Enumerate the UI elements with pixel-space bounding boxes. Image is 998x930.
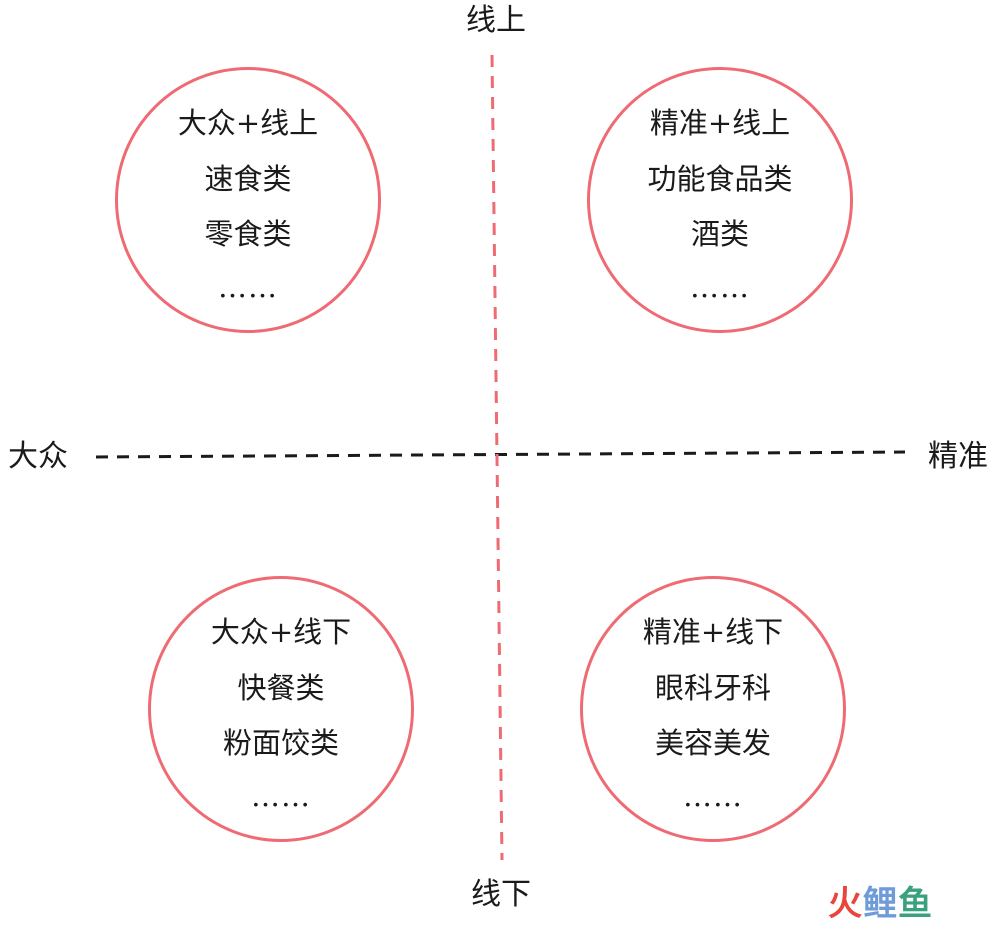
quadrant-item: 零食类 <box>204 217 292 251</box>
axis-label-mass: 大众 <box>8 439 68 474</box>
quadrant-item: 酒类 <box>690 217 749 251</box>
quadrant-item: 功能食品类 <box>647 162 793 196</box>
watermark-logo: 火 鲤 鱼 <box>828 884 933 924</box>
quadrant-item: 美容美发 <box>654 726 771 760</box>
quadrant-mass-online: 大众+线上 速食类 零食类 …… <box>115 67 381 333</box>
quadrant-title: 精准+线下 <box>642 615 784 649</box>
logo-char: 鱼 <box>898 884 933 924</box>
quadrant-precise-offline: 精准+线下 眼科牙科 美容美发 …… <box>580 576 846 842</box>
axis-label-offline: 线下 <box>471 877 531 912</box>
logo-char: 鲤 <box>863 884 898 924</box>
quadrant-item: 快餐类 <box>237 671 325 705</box>
quadrant-title: 大众+线下 <box>210 615 352 649</box>
quadrant-item: 粉面饺类 <box>222 726 339 760</box>
vertical-axis-line <box>490 54 504 861</box>
horizontal-axis-line <box>95 450 906 459</box>
quadrant-ellipsis: …… <box>218 270 278 304</box>
quadrant-item: 眼科牙科 <box>654 671 771 705</box>
axis-label-online: 线上 <box>466 3 526 38</box>
quadrant-ellipsis: …… <box>251 779 311 813</box>
quadrant-title: 精准+线上 <box>649 106 791 140</box>
quadrant-item: 速食类 <box>204 162 292 196</box>
axis-label-precise: 精准 <box>928 439 988 474</box>
quadrant-ellipsis: …… <box>690 270 750 304</box>
logo-char: 火 <box>828 884 863 924</box>
quadrant-ellipsis: …… <box>683 779 743 813</box>
quadrant-title: 大众+线上 <box>177 106 319 140</box>
quadrant-mass-offline: 大众+线下 快餐类 粉面饺类 …… <box>148 576 414 842</box>
quadrant-precise-online: 精准+线上 功能食品类 酒类 …… <box>587 67 853 333</box>
